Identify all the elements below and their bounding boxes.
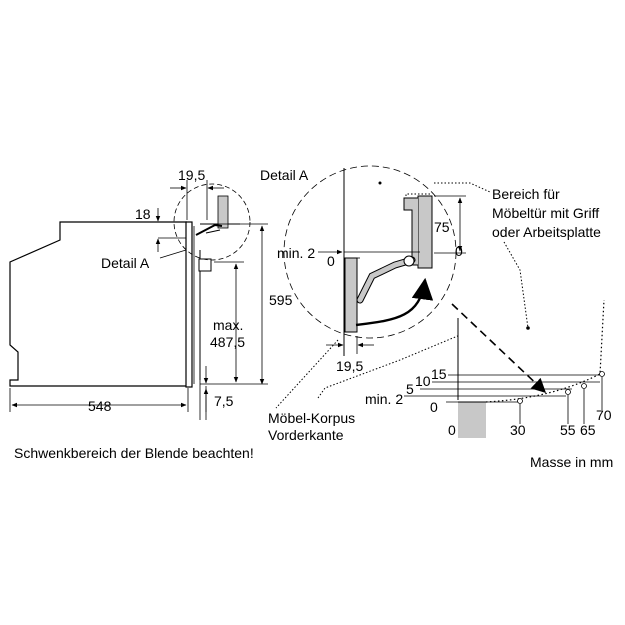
dim-19-5-bottom: 19,5 <box>336 358 363 374</box>
door-block <box>417 195 433 269</box>
oven-body <box>9 221 190 387</box>
swing-0: 0 <box>430 399 438 415</box>
swing-area-view <box>404 299 605 438</box>
dim-18: 18 <box>135 206 151 222</box>
units-label: Masse in mm <box>530 454 613 470</box>
dim-min2-detail: min. 2 <box>277 245 315 261</box>
bottom-0: 0 <box>448 422 456 438</box>
bottom-30: 30 <box>510 422 526 438</box>
dim-548: 548 <box>88 398 112 414</box>
detail-a-view <box>275 165 530 409</box>
corpus-label-line1: Möbel-Korpus <box>268 410 355 426</box>
bottom-65: 65 <box>580 422 596 438</box>
area-label-line1: Bereich für <box>492 186 560 202</box>
dim-max: max. <box>213 317 243 333</box>
corpus-block <box>344 257 358 333</box>
bottom-55: 55 <box>560 422 576 438</box>
detail-a-large-circle <box>283 165 457 339</box>
bottom-70: 70 <box>596 407 612 423</box>
swing-note: Schwenkbereich der Blende beachten! <box>14 445 254 461</box>
dim-487-5: 487,5 <box>210 334 245 350</box>
swing-15: 15 <box>431 366 447 382</box>
detail-a-top-label: Detail A <box>260 167 309 183</box>
oven-side-view <box>9 180 268 420</box>
area-label-line2: Möbeltür mit Griff <box>492 205 599 221</box>
dim-595: 595 <box>269 292 293 308</box>
detail-a-left-label: Detail A <box>101 255 150 271</box>
dim-7-5: 7,5 <box>214 393 234 409</box>
corpus-label-line2: Vorderkante <box>268 427 344 443</box>
dim-0-detail-left: 0 <box>327 253 335 269</box>
dim-19-5-top: 19,5 <box>178 167 205 183</box>
area-label-line3: oder Arbeitsplatte <box>492 224 601 240</box>
swing-5: 5 <box>406 381 414 397</box>
dim-0-detail-right: 0 <box>455 243 463 259</box>
oven-front-panel <box>185 221 193 388</box>
dim-75: 75 <box>434 219 450 235</box>
swing-min2: min. 2 <box>365 391 403 407</box>
detail-a-circle <box>173 183 251 261</box>
swing-10: 10 <box>415 373 431 389</box>
corpus-bottom-block <box>458 402 486 438</box>
